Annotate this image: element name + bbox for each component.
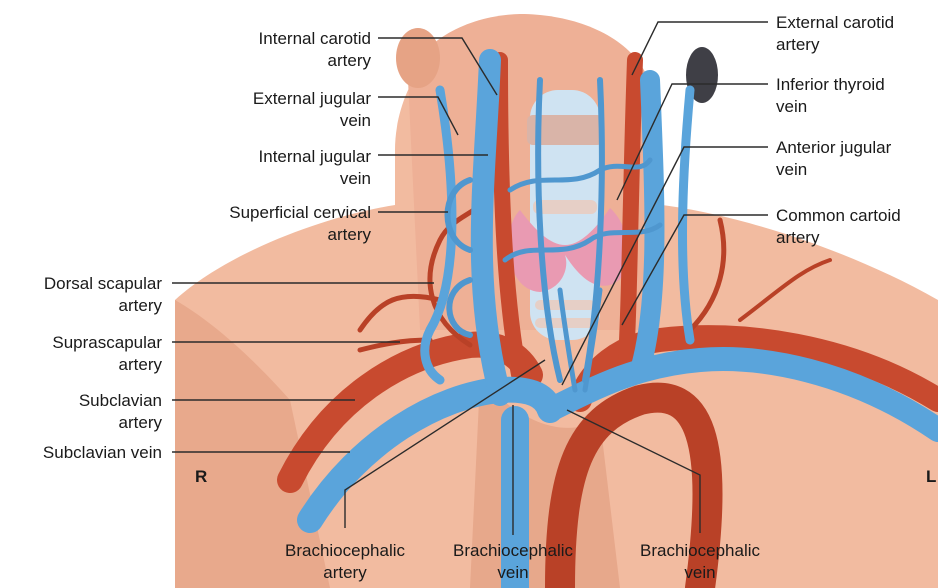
label-suprascapular-artery: Suprascapular artery [52, 332, 162, 376]
left-side-marker: L [926, 467, 936, 487]
label-common-carotid-artery: Common cartoid artery [776, 205, 901, 249]
label-internal-carotid-artery: Internal carotid artery [259, 28, 371, 72]
label-external-jugular-vein: External jugular vein [253, 88, 371, 132]
label-brachiocephalic-artery: Brachiocephalic artery [270, 540, 420, 584]
right-side-marker: R [195, 467, 207, 487]
label-superficial-cervical-artery: Superficial cervical artery [229, 202, 371, 246]
label-subclavian-artery: Subclavian artery [79, 390, 162, 434]
left-common-carotid [625, 60, 635, 380]
label-inferior-thyroid-vein: Inferior thyroid vein [776, 74, 885, 118]
label-dorsal-scapular-artery: Dorsal scapular artery [44, 273, 162, 317]
tracheal-ring-1 [533, 200, 597, 214]
label-subclavian-vein: Subclavian vein [43, 442, 162, 464]
right-ear [396, 28, 440, 88]
label-brachiocephalic-vein-center: Brachiocephalic vein [438, 540, 588, 584]
label-brachiocephalic-vein-right: Brachiocephalic vein [625, 540, 775, 584]
label-external-carotid-artery: External carotid artery [776, 12, 894, 56]
label-anterior-jugular-vein: Anterior jugular vein [776, 137, 891, 181]
label-internal-jugular-vein: Internal jugular vein [259, 146, 371, 190]
